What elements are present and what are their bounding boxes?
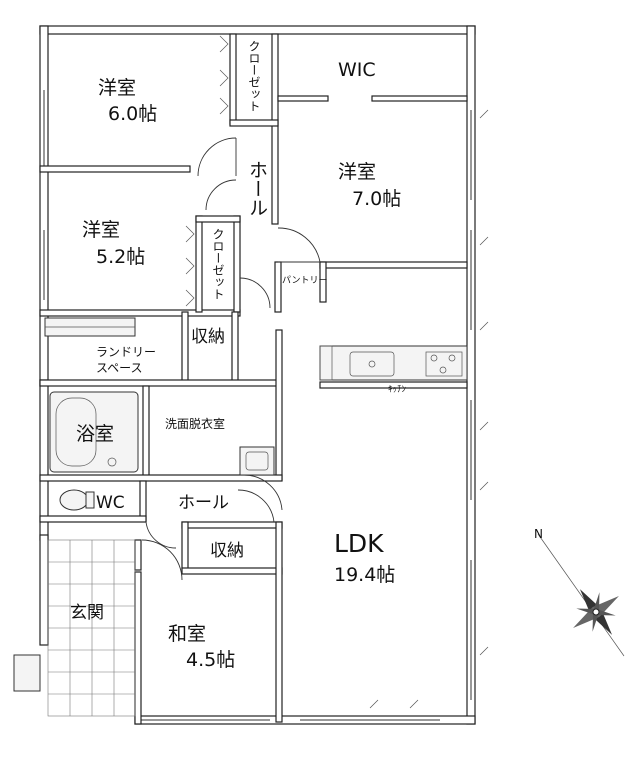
fixtures [44,317,468,511]
entrance-label: 玄関 [70,603,104,623]
kitchen-label: ｷｯﾁﾝ [388,384,407,395]
laundry-line1: ランドリー [96,345,156,359]
bedroom1-size: 6.0帖 [108,103,157,125]
compass-north-label: N [534,527,543,541]
closet-marks [185,35,229,307]
bedroom3-size: 5.2帖 [96,246,145,268]
interior-walls [39,33,468,725]
washitsu-name: 和室 [168,623,206,645]
pantry-label: パントリー [282,275,327,286]
wc-label: WC [96,493,125,513]
bedroom1-name: 洋室 [98,77,136,99]
laundry-line2: スペース [96,361,143,375]
storage2-label: 収納 [210,541,244,561]
window-marks [43,90,489,721]
bedroom2-name: 洋室 [338,161,376,183]
bedroom3-name: 洋室 [82,219,120,241]
storage1-label: 収納 [191,327,225,347]
washroom-label: 洗面脱衣室 [165,416,225,431]
compass-rose [537,533,625,657]
bath-label: 浴室 [76,423,114,445]
closet2-label: クローゼット [211,228,225,300]
ldk-size: 19.4帖 [334,564,395,586]
hall-lower-label: ホール [178,493,229,513]
closet1-label: クローゼット [247,40,261,112]
doors [141,137,321,581]
ldk-name: LDK [334,529,384,558]
washitsu-size: 4.5帖 [186,649,235,671]
entrance-tiles [13,539,136,717]
hall-upper-label: ホール [246,160,268,217]
wic-label: WIC [338,59,376,81]
bedroom2-size: 7.0帖 [352,188,401,210]
